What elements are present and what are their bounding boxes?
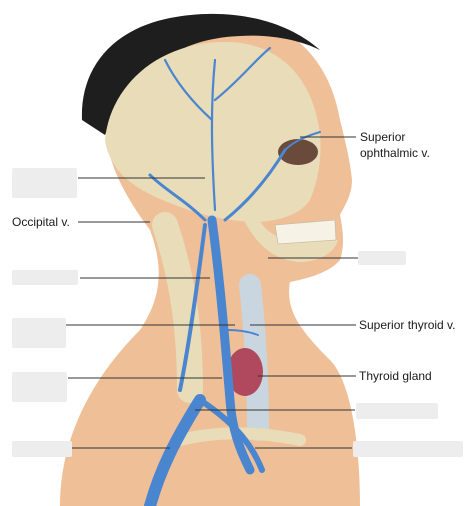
- blank-label-3: [12, 318, 66, 348]
- brachiocephalic-vein: [144, 394, 206, 506]
- occipital-vein: [148, 173, 207, 222]
- thyroid-gland: [227, 348, 263, 396]
- cervical-spine: [152, 212, 203, 403]
- blank-label-1: [12, 168, 77, 198]
- superior-thyroid-vein: [227, 329, 259, 336]
- subclavian-vein: [197, 397, 265, 473]
- scalp-veins: [163, 46, 272, 212]
- label-thyroid-gland: Thyroid gland: [359, 369, 432, 383]
- label-superior-thyroid-vein: Superior thyroid v.: [359, 318, 456, 332]
- internal-jugular-vein: [207, 215, 255, 475]
- blank-label-8: [353, 441, 463, 457]
- blank-label-4: [12, 372, 67, 402]
- eye-orbit: [278, 139, 318, 165]
- blank-label-2: [12, 270, 78, 285]
- blank-label-6: [358, 251, 406, 265]
- facial-vein: [223, 148, 287, 222]
- veins: [144, 46, 321, 506]
- blank-label-7: [356, 403, 438, 419]
- external-jugular-vein: [178, 223, 207, 392]
- label-superior-ophthalmic-line2: ophthalmic v.: [360, 146, 430, 160]
- blank-label-5: [12, 441, 72, 457]
- mandible: [235, 198, 338, 262]
- superior-ophthalmic-vein: [284, 131, 321, 151]
- label-superior-ophthalmic-line1: Superior: [360, 130, 406, 144]
- leader-lines: [66, 136, 358, 449]
- teeth: [274, 219, 337, 245]
- hair: [81, 13, 320, 136]
- label-occipital-vein: Occipital v.: [12, 215, 70, 229]
